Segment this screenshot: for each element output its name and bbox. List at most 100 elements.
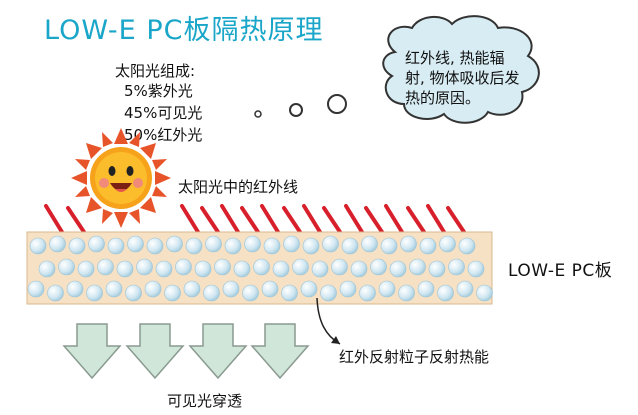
reflective-particle: [88, 235, 105, 253]
reflective-particle: [214, 258, 231, 276]
infrared-ray: [282, 206, 302, 234]
reflective-particle: [389, 260, 407, 278]
reflective-particle: [380, 237, 398, 255]
infrared-label: 太阳光中的红外线: [178, 178, 299, 196]
reflective-particle: [107, 237, 125, 255]
reflective-particle: [272, 260, 290, 278]
reflective-particle: [281, 284, 298, 302]
sunlight-heading: 太阳光组成:: [115, 62, 196, 80]
reflective-particle: [185, 237, 203, 255]
reflect-label: 红外反射粒子反射热能: [339, 348, 490, 366]
reflective-particle: [194, 260, 212, 278]
reflective-particle: [86, 284, 103, 302]
reflective-particle: [38, 260, 56, 278]
reflective-particle: [224, 237, 242, 255]
component-uv: 5%紫外光: [124, 82, 193, 100]
reflective-particles: [27, 235, 493, 302]
reflective-particle: [398, 284, 415, 302]
infrared-ray: [426, 204, 446, 234]
reflective-particle: [320, 284, 337, 302]
reflective-particle: [175, 258, 192, 276]
component-visible: 45%可见光: [124, 104, 203, 122]
reflective-particle: [302, 237, 320, 255]
reflective-particle: [116, 260, 134, 278]
diagram-title: LOW-E PC板隔热原理: [44, 15, 324, 46]
reflective-particle: [292, 258, 309, 276]
down-arrow-icon: [62, 323, 122, 380]
infrared-ray: [220, 204, 240, 234]
reflective-particle: [409, 258, 426, 276]
reflective-particle: [205, 235, 222, 253]
reflective-particle: [77, 260, 95, 278]
reflective-particle: [331, 258, 348, 276]
reflective-particle: [183, 280, 201, 298]
reflective-particle: [49, 235, 66, 253]
infrared-ray: [44, 204, 64, 234]
infrared-ray: [384, 204, 404, 234]
reflective-particle: [203, 284, 220, 302]
reflective-particle: [417, 280, 435, 298]
component-ir: 50%红外光: [124, 126, 203, 144]
down-arrow-icon: [250, 323, 310, 380]
reflective-particle: [458, 237, 476, 255]
down-arrow-icon: [125, 323, 185, 380]
infrared-ray: [406, 206, 426, 234]
infrared-rays: [44, 204, 466, 234]
infrared-ray: [302, 204, 322, 234]
infrared-ray: [260, 204, 280, 234]
reflective-particle: [58, 258, 75, 276]
reflective-particle: [244, 235, 261, 253]
reflective-particle: [400, 235, 417, 253]
reflective-particle: [448, 258, 465, 276]
reflective-particle: [439, 235, 456, 253]
reflective-particle: [359, 284, 376, 302]
infrared-ray: [446, 206, 466, 234]
reflective-particle: [419, 237, 437, 255]
infrared-ray: [200, 206, 220, 234]
reflective-particle: [378, 280, 396, 298]
reflective-particle: [155, 260, 173, 278]
low-e-panel: [26, 231, 493, 305]
infrared-ray: [364, 206, 384, 234]
reflective-particle: [166, 235, 183, 253]
reflective-particle: [253, 258, 270, 276]
infrared-ray: [322, 206, 342, 234]
reflective-particle: [361, 235, 378, 253]
reflective-particle: [125, 284, 142, 302]
infrared-ray: [180, 204, 200, 234]
reflective-particle: [164, 284, 181, 302]
visible-light-arrows: [62, 323, 310, 380]
reflective-particle: [341, 237, 359, 255]
reflective-particle: [66, 280, 84, 298]
visible-through-label: 可见光穿透: [167, 392, 243, 410]
reflective-particle: [428, 260, 446, 278]
reflective-particle: [283, 235, 300, 253]
reflective-particle: [127, 235, 144, 253]
reflective-particle: [370, 258, 387, 276]
reflective-particle: [456, 280, 474, 298]
reflective-particle: [322, 235, 339, 253]
reflective-particle: [97, 258, 114, 276]
reflective-particle: [27, 280, 45, 298]
down-arrow-icon: [188, 323, 248, 380]
reflective-particle: [311, 260, 329, 278]
reflective-particle: [476, 284, 493, 302]
reflective-particle: [136, 258, 153, 276]
reflective-particle: [144, 280, 162, 298]
reflective-particle: [263, 237, 281, 255]
reflective-particle: [242, 284, 259, 302]
infrared-ray: [66, 206, 86, 234]
reflective-particle: [146, 237, 164, 255]
reflective-particle: [47, 284, 64, 302]
reflective-particle: [300, 280, 318, 298]
reflective-particle: [339, 280, 357, 298]
reflective-particle: [105, 280, 123, 298]
reflective-particle: [350, 260, 368, 278]
bubble-text: 红外线, 热能辐射, 物体吸收后发热的原因。: [405, 49, 520, 107]
infrared-ray: [344, 204, 364, 234]
reflective-particle: [29, 237, 47, 255]
reflective-particle: [233, 260, 251, 278]
sun-icon: [71, 128, 171, 228]
